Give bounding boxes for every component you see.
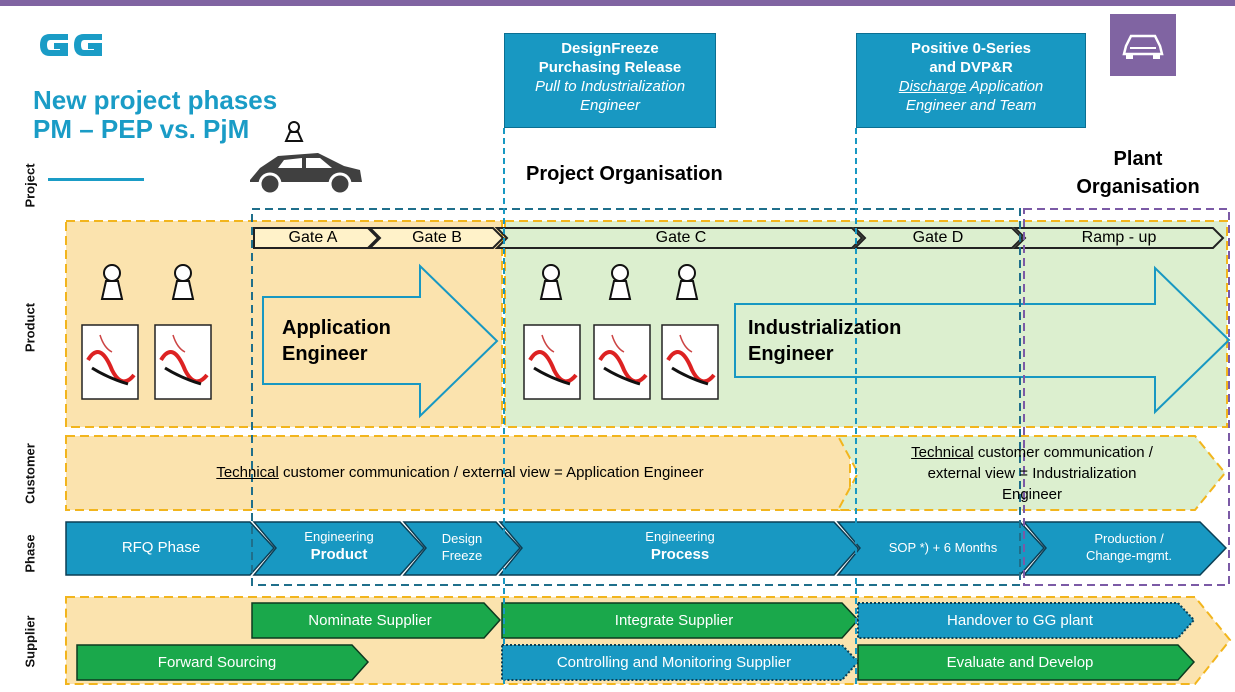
- phase-design-freeze-line1: Design: [441, 531, 483, 546]
- person-icon: [608, 264, 632, 300]
- callout-positive-series-line4: Engineer and Team: [905, 97, 1037, 114]
- customer-text-application-underlined: Technical: [216, 464, 279, 481]
- plant-organisation-line2: Organisation: [1076, 176, 1200, 198]
- gate-a-label: Gate A: [288, 229, 338, 246]
- wire-harness-icon: [523, 324, 581, 400]
- callout-design-freeze-line3: Pull to Industrialization: [534, 78, 686, 95]
- gate-b: [367, 227, 505, 249]
- gate-b-label: Gate B: [412, 229, 462, 246]
- phase-engineering-product: [252, 521, 426, 576]
- phase-rfq-label: RFQ Phase: [121, 539, 201, 556]
- title-line-1: New project phases: [33, 85, 278, 115]
- phase-engineering-process-line1: Engineering: [645, 529, 715, 544]
- phase-engineering-product-line1: Engineering: [304, 529, 374, 544]
- customer-area-industrialization: [836, 435, 1227, 511]
- gate-d-label: Gate D: [912, 229, 964, 246]
- person-icon: [284, 121, 304, 142]
- callout-positive-series-line1: Positive 0-Series: [910, 40, 1032, 57]
- callout-design-freeze-line2: Purchasing Release: [538, 59, 682, 76]
- supplier-forward: [76, 644, 370, 681]
- phase-engineering-process-line2: Process: [650, 546, 710, 563]
- callout-positive-series-line2: and DVP&R: [929, 59, 1013, 76]
- gate-d: [852, 227, 1024, 249]
- callout-design-freeze: DesignFreeze Purchasing Release Pull to …: [504, 33, 716, 128]
- gate-ramp-up-label: Ramp - up: [1081, 229, 1157, 246]
- company-logo: GG: [34, 26, 104, 69]
- phase-design-freeze: [402, 521, 522, 576]
- customer-text-industrialization: Technical customer communication / exter…: [872, 442, 1192, 505]
- callout-design-freeze-line4: Engineer: [579, 97, 641, 114]
- phase-production-line2: Change-mgmt.: [1086, 548, 1172, 563]
- customer-text-industrialization-line2: external view = Industrialization: [927, 465, 1137, 482]
- plant-organisation-line1: Plant: [1113, 148, 1163, 170]
- project-organisation-frame: [251, 208, 1021, 586]
- person-icon: [171, 264, 195, 300]
- callout-positive-series: Positive 0-Series and DVP&R Discharge Ap…: [856, 33, 1086, 128]
- wire-harness-icon: [154, 324, 212, 400]
- supplier-integrate-label: Integrate Supplier: [614, 612, 734, 629]
- callout-positive-series-line3-rest: Application: [966, 78, 1044, 95]
- callout-positive-series-line3: Discharge Application: [857, 77, 1085, 96]
- customer-text-industrialization-rest: customer communication /: [973, 444, 1153, 461]
- phase-engineering-process: [498, 521, 860, 576]
- application-engineer-line2: Engineer: [282, 343, 368, 365]
- industrialization-engineer-arrow: [734, 265, 1231, 415]
- customer-text-industrialization-underlined: Technical: [911, 444, 974, 461]
- plant-organisation-label: Plant Organisation: [1058, 145, 1218, 201]
- person-icon: [675, 264, 699, 300]
- supplier-evaluate: [857, 644, 1196, 681]
- customer-text-application-rest: customer communication / external view =…: [278, 464, 704, 481]
- person-icon: [100, 264, 124, 300]
- phase-production: [1022, 521, 1228, 576]
- person-icon: [539, 264, 563, 300]
- customer-text-industrialization-line1: Technical customer communication /: [872, 442, 1192, 463]
- supplier-evaluate-label: Evaluate and Develop: [946, 654, 1094, 671]
- phase-design-freeze-label: Design Freeze: [420, 530, 504, 564]
- wire-harness-icon: [593, 324, 651, 400]
- callout-design-freeze-line1: DesignFreeze: [561, 40, 659, 57]
- supplier-controlling: [501, 644, 860, 681]
- phase-production-line1: Production /: [1094, 531, 1164, 546]
- supplier-nominate: [251, 602, 502, 639]
- title-line-2: PM – PEP vs. PjM: [33, 114, 250, 144]
- page-title: New project phases PM – PEP vs. PjM: [33, 86, 277, 144]
- supplier-handover: [857, 602, 1196, 639]
- customer-text-application: Technical customer communication / exter…: [150, 464, 770, 481]
- top-rule: [0, 0, 1235, 6]
- phase-design-freeze-line2: Freeze: [441, 548, 483, 563]
- title-underline: [48, 178, 144, 181]
- supplier-nominate-label: Nominate Supplier: [308, 612, 432, 629]
- phase-sop-label: SOP *) + 6 Months: [888, 540, 998, 555]
- customer-text-industrialization-line3: Engineer: [1001, 486, 1063, 503]
- application-engineer-label: Application Engineer: [282, 315, 391, 367]
- project-organisation-label: Project Organisation: [526, 163, 723, 185]
- car-icon: [250, 153, 362, 196]
- supplier-forward-label: Forward Sourcing: [157, 654, 277, 671]
- supplier-controlling-label: Controlling and Monitoring Supplier: [556, 654, 792, 671]
- phase-engineering-process-label: Engineering Process: [520, 528, 840, 564]
- supplier-handover-label: Handover to GG plant: [947, 612, 1093, 629]
- wire-harness-icon: [81, 324, 139, 400]
- industrialization-engineer-label: Industrialization Engineer: [748, 315, 901, 367]
- plant-organisation-frame: [1023, 208, 1230, 586]
- supplier-integrate: [501, 602, 860, 639]
- phase-engineering-product-line2: Product: [310, 546, 368, 563]
- phase-rfq: [65, 521, 276, 576]
- application-engineer-line1: Application: [282, 317, 391, 339]
- industrialization-engineer-line2: Engineer: [748, 343, 834, 365]
- wire-harness-icon: [661, 324, 719, 400]
- application-engineer-arrow: [262, 263, 499, 419]
- callout-positive-series-underlined: Discharge: [898, 78, 967, 95]
- phase-engineering-product-label: Engineering Product: [274, 528, 404, 564]
- gate-a: [253, 227, 380, 249]
- gate-c-label: Gate C: [655, 229, 707, 246]
- car-badge-icon: [1110, 14, 1176, 76]
- industrialization-engineer-line1: Industrialization: [748, 317, 902, 339]
- phase-production-label: Production / Change-mgmt.: [1044, 530, 1214, 564]
- gate-c: [494, 227, 864, 249]
